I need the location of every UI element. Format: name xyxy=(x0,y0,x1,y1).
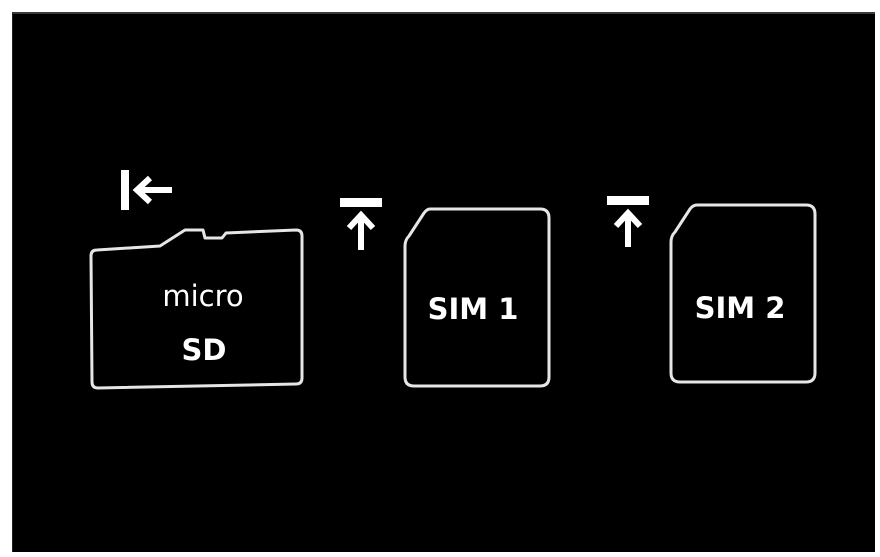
microsd-insert-left-icon xyxy=(121,170,172,210)
card-tray-panel xyxy=(12,12,875,552)
sim1-card-outline xyxy=(403,207,551,388)
sim1-label: SIM 1 xyxy=(428,292,519,326)
sim2-card-outline xyxy=(669,203,817,384)
sim1-insert-up-icon xyxy=(340,198,382,250)
sim2-label: SIM 2 xyxy=(695,291,786,325)
microsd-label-line2: SD xyxy=(182,333,227,367)
microsd-label-line1: micro xyxy=(162,279,243,313)
sim2-insert-up-icon xyxy=(607,196,649,247)
microsd-card-outline xyxy=(89,228,304,390)
